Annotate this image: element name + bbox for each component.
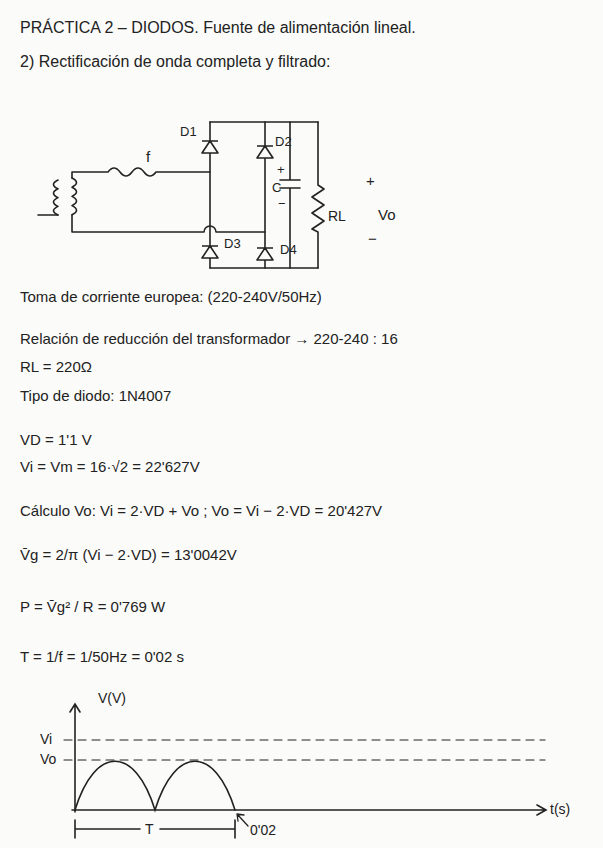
primary-coil <box>54 180 59 215</box>
diode-label: D1 <box>180 124 197 140</box>
primary-wire <box>38 214 58 216</box>
equation-text: T = 1/f = 1/50Hz = 0'02 s <box>20 648 184 666</box>
fuse-wire <box>72 168 210 178</box>
axis-label: Vo <box>40 751 56 768</box>
bottom-rail <box>210 267 318 269</box>
dimension-label: 0'02 <box>250 822 276 839</box>
diode-label: D2 <box>275 134 292 150</box>
axis-label: t(s) <box>550 801 570 818</box>
page-title: PRÁCTICA 2 – DIODOS. Fuente de alimentac… <box>20 18 416 37</box>
secondary-coil <box>72 178 77 215</box>
right-column <box>264 122 266 268</box>
diode-symbol <box>257 146 273 158</box>
heading-text: 2) Rectificación de onda completa y filt… <box>20 52 330 71</box>
component-label: RL <box>328 208 346 225</box>
note-text: RL = 220Ω <box>20 358 92 376</box>
axis-label: Vi <box>40 731 52 748</box>
polarity-sign: + <box>277 162 285 178</box>
rectified-wave <box>75 761 235 810</box>
equation-text: VD = 1'1 V <box>20 431 92 449</box>
diode-symbol <box>202 246 218 258</box>
equation-text: Cálculo Vo: Vi = 2·VD + Vo ; Vo = Vi − 2… <box>20 502 382 520</box>
diode-label: D4 <box>280 242 297 258</box>
axis-label: V(V) <box>98 690 126 707</box>
equation-text: P = V̄g² / R = 0'769 W <box>20 598 165 616</box>
note-text: Relación de reducción del transformador … <box>20 330 398 348</box>
equation-text: V̄g = 2/π (Vi − 2·VD) = 13'0042V <box>20 546 237 564</box>
leader-arrow <box>237 814 248 826</box>
x-axis <box>72 805 546 815</box>
dimension-label: T <box>145 821 154 838</box>
polarity-sign: + <box>366 172 375 190</box>
polarity-sign: − <box>278 196 286 212</box>
vo-level <box>64 759 545 760</box>
signal-name: Vo <box>378 206 396 224</box>
note-text: Tipo de diodo: 1N4007 <box>20 387 171 405</box>
diode-symbol <box>202 141 218 153</box>
diode-label: D3 <box>224 236 241 252</box>
bottom-wire <box>72 215 265 232</box>
fuse-label: f <box>146 148 150 166</box>
component-label: C <box>272 180 281 196</box>
diode-symbol <box>257 248 273 260</box>
resistor-symbol <box>312 122 324 268</box>
equation-text: Vi = Vm = 16·√2 = 22'627V <box>20 458 200 476</box>
polarity-sign: − <box>368 230 377 248</box>
note-text: Toma de corriente europea: (220-240V/50H… <box>20 288 322 306</box>
vi-level <box>64 739 545 740</box>
top-rail <box>210 121 318 123</box>
period-bracket <box>75 820 235 838</box>
y-axis <box>70 704 80 812</box>
